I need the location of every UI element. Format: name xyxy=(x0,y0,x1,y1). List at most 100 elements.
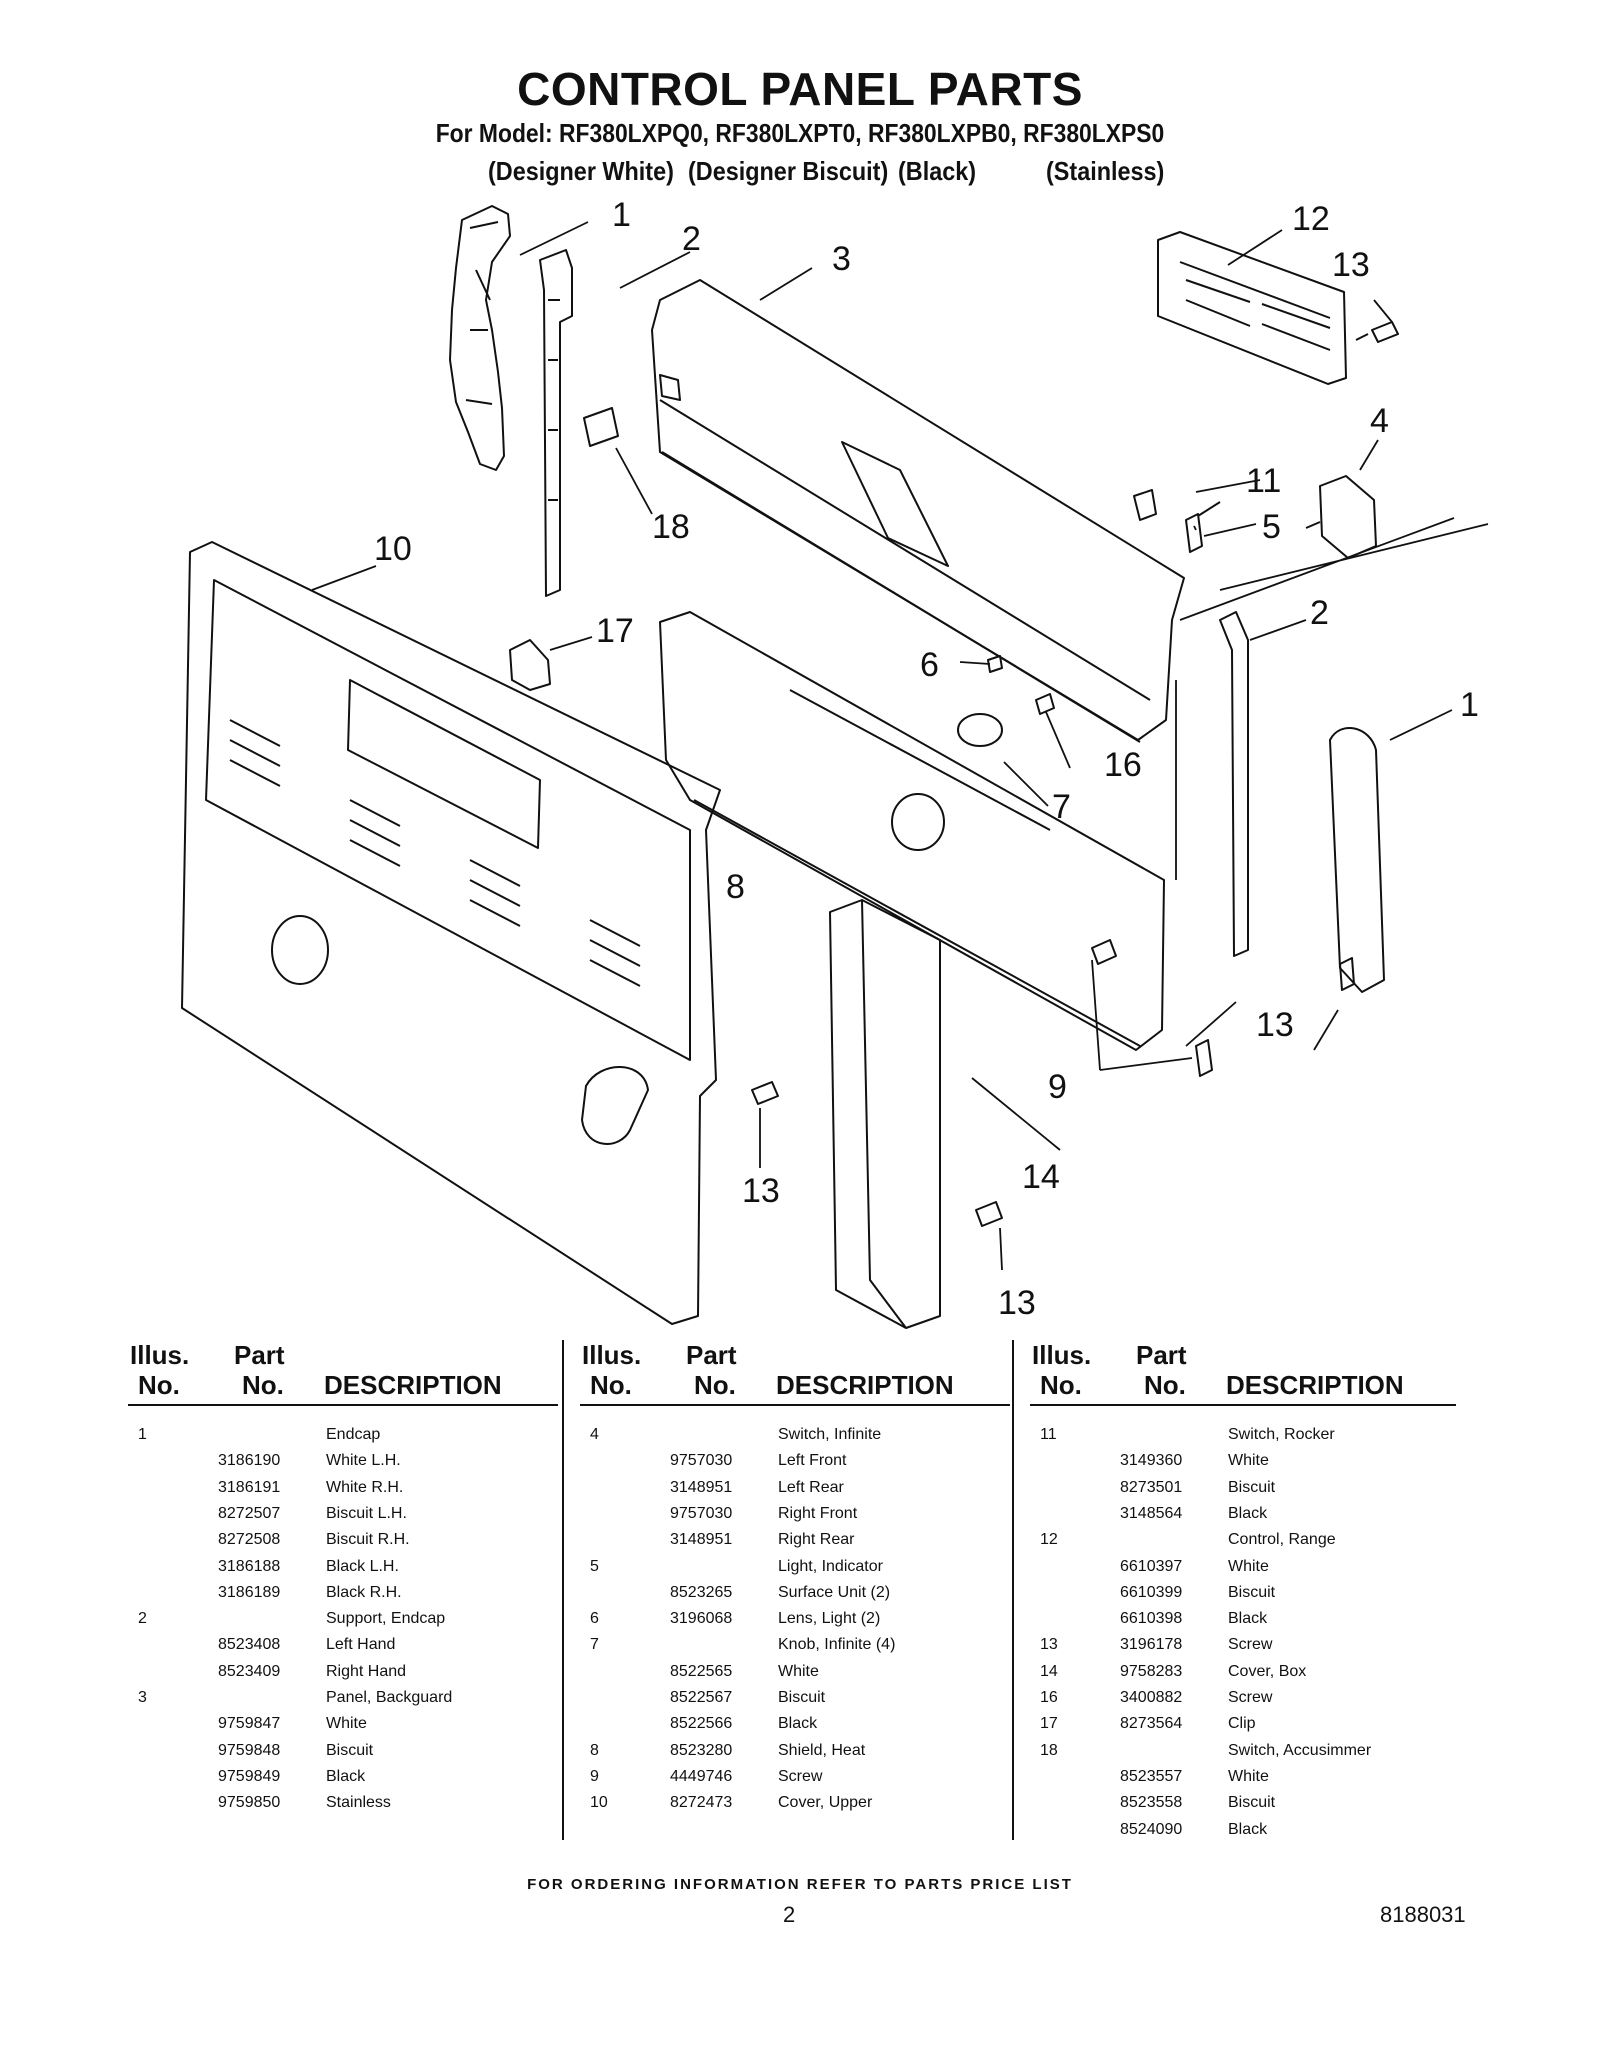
table-row: 7 Knob, Infinite (4) xyxy=(582,1632,1002,1658)
description: Biscuit xyxy=(326,1741,374,1759)
description: Biscuit xyxy=(1228,1583,1276,1601)
switch-infinite-drawing xyxy=(1305,475,1377,559)
description: Cover, Upper xyxy=(778,1794,873,1812)
description: Biscuit xyxy=(1228,1478,1276,1496)
table-row: 3149360 White xyxy=(1032,1448,1452,1474)
description: Black xyxy=(778,1715,818,1733)
part-no: 9759848 xyxy=(218,1741,281,1759)
page-title: CONTROL PANEL PARTS xyxy=(517,63,1083,115)
description: Biscuit xyxy=(1228,1794,1276,1812)
screw-13-right-drawing xyxy=(1339,957,1355,991)
part-no: 3196178 xyxy=(1120,1636,1183,1654)
part-no: 8272507 xyxy=(218,1504,281,1522)
description: Endcap xyxy=(326,1426,381,1443)
illus-no: 11 xyxy=(1040,1426,1057,1443)
upper-cover-drawing xyxy=(181,541,721,1325)
table-row: 9759848 Biscuit xyxy=(130,1738,550,1764)
indicator-light-drawing xyxy=(1185,501,1221,553)
table-divider-1 xyxy=(562,1340,564,1840)
callout-10: 10 xyxy=(374,530,412,568)
description: Black L.H. xyxy=(326,1557,399,1575)
callout-12: 12 xyxy=(1292,200,1330,238)
page-number: 2 xyxy=(783,1902,796,1927)
illus-header-top: Illus. xyxy=(130,1340,190,1370)
part-no: 9757030 xyxy=(670,1452,733,1470)
description: Screw xyxy=(1228,1689,1273,1706)
table-row: 8273501 Biscuit xyxy=(1032,1475,1452,1501)
part-no: 8523265 xyxy=(670,1583,733,1601)
part-no: 3186188 xyxy=(218,1557,281,1575)
part-no: 9758283 xyxy=(1120,1662,1183,1680)
heat-shield-drawing xyxy=(659,611,1165,1051)
description: Black xyxy=(326,1767,366,1785)
part-no: 8522565 xyxy=(670,1662,733,1680)
description: Biscuit L.H. xyxy=(326,1504,407,1522)
part-no: 8523408 xyxy=(218,1636,281,1654)
part-no: 8522567 xyxy=(670,1689,733,1706)
description: Right Hand xyxy=(326,1662,407,1680)
variant-white: (Designer White) xyxy=(488,156,674,186)
description: Cover, Box xyxy=(1228,1662,1307,1680)
part-no: 3149360 xyxy=(1120,1452,1183,1470)
part-header-top: Part xyxy=(686,1340,737,1370)
header-rule xyxy=(580,1404,1010,1406)
callout-8: 8 xyxy=(726,868,745,906)
description: Surface Unit (2) xyxy=(778,1583,891,1601)
description: Screw xyxy=(1228,1636,1273,1654)
illus-no: 13 xyxy=(1040,1636,1058,1654)
variant-stainless: (Stainless) xyxy=(1046,156,1165,186)
exploded-parts-diagram: 1 2 3 12 13 4 11 5 18 10 17 2 6 1 16 7 8… xyxy=(181,196,1489,1329)
description-header: DESCRIPTION xyxy=(324,1370,502,1400)
part-header-top: Part xyxy=(1136,1340,1187,1370)
callout-6: 6 xyxy=(920,646,939,684)
callout-11: 11 xyxy=(1246,462,1281,500)
description: Knob, Infinite (4) xyxy=(778,1636,896,1654)
table-row: 8522567 Biscuit xyxy=(582,1685,1002,1711)
description: White L.H. xyxy=(326,1452,401,1470)
part-no: 3400882 xyxy=(1120,1689,1183,1706)
description: Support, Endcap xyxy=(326,1610,446,1628)
part-no: 8273501 xyxy=(1120,1478,1183,1496)
part-no: 6610399 xyxy=(1120,1583,1183,1601)
description: White xyxy=(326,1715,367,1733)
callout-13d: 13 xyxy=(998,1284,1036,1322)
part-no: 9759849 xyxy=(218,1767,281,1785)
callout-18: 18 xyxy=(652,508,690,546)
illus-header-bottom: No. xyxy=(138,1370,180,1400)
illus-no: 18 xyxy=(1040,1741,1058,1759)
table-row: 13 3196178 Screw xyxy=(1032,1632,1452,1658)
illus-no: 1 xyxy=(138,1426,147,1443)
part-header-top: Part xyxy=(234,1340,285,1370)
header-rule xyxy=(1030,1404,1456,1406)
callout-17: 17 xyxy=(596,612,634,650)
table-row: 3186188 Black L.H. xyxy=(130,1554,550,1580)
illus-no: 9 xyxy=(590,1767,599,1785)
part-no: 4449746 xyxy=(670,1767,733,1785)
description: White xyxy=(1228,1767,1269,1785)
document-number: 8188031 xyxy=(1380,1902,1466,1927)
callout-9: 9 xyxy=(1048,1068,1067,1106)
callout-7: 7 xyxy=(1052,788,1071,826)
illus-no: 17 xyxy=(1040,1715,1058,1733)
description: White xyxy=(1228,1452,1269,1470)
illus-no: 7 xyxy=(590,1636,599,1654)
part-no: 8272473 xyxy=(670,1794,733,1812)
description: Biscuit xyxy=(778,1689,826,1706)
callout-5: 5 xyxy=(1262,508,1281,546)
illus-no: 12 xyxy=(1040,1531,1058,1549)
